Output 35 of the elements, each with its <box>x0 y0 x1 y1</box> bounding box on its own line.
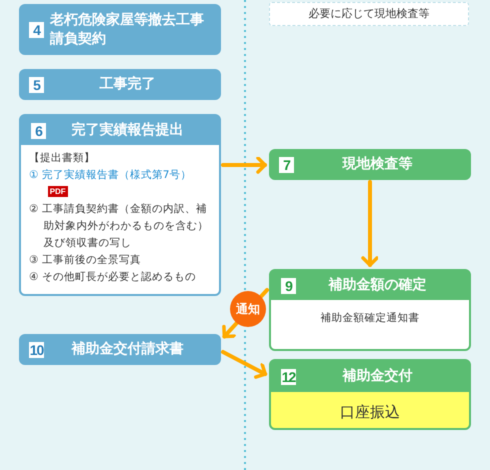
arrow <box>221 350 268 379</box>
body-text: ③ 工事前後の全景写真 <box>29 254 141 266</box>
step-title: 補助金交付請求書 <box>70 340 184 359</box>
arrow <box>361 180 379 267</box>
step-box <box>19 334 221 365</box>
step-title: 現地検査等 <box>341 155 414 174</box>
body-text: ② 工事請負契約書（金額の内訳、補助対象内外がわかるものを含む）及び領収書の写し <box>29 203 209 249</box>
step-box <box>19 69 221 100</box>
body-text: 補助金額確定通知書 <box>320 312 420 324</box>
edge-label: 通知 <box>230 291 266 327</box>
step-number: 9 <box>281 278 296 294</box>
step-title: 補助金交付 <box>341 367 414 386</box>
step-panel <box>19 114 221 296</box>
pdf-badge: PDF <box>48 186 68 197</box>
step-number: 6 <box>31 122 46 138</box>
step-number: 4 <box>29 22 44 38</box>
note-box <box>269 2 469 26</box>
step-panel <box>269 269 471 351</box>
step-title: 補助金額の確定 <box>327 276 428 295</box>
step-title: 老朽危険家屋等撤去工事請負契約 <box>48 10 205 48</box>
body-text: ④ その他町長が必要と認めるもの <box>29 271 196 283</box>
step-number: 5 <box>29 76 44 92</box>
step-title: 工事完了 <box>98 75 156 94</box>
step-box <box>269 149 471 180</box>
step-number: 12 <box>281 368 296 384</box>
step-number: 10 <box>29 342 44 358</box>
step-title: 完了実績報告提出 <box>70 121 184 140</box>
body-text: 口座振込 <box>340 403 400 421</box>
body-text: 【提出書類】 <box>29 152 95 164</box>
step-panel <box>269 359 471 430</box>
document-link: ① 完了実績報告書（様式第7号） <box>29 169 192 181</box>
note-text: 必要に応じて現地検査等 <box>308 6 430 22</box>
step-number: 7 <box>279 156 294 172</box>
arrow <box>221 156 267 174</box>
step-box <box>19 4 221 55</box>
